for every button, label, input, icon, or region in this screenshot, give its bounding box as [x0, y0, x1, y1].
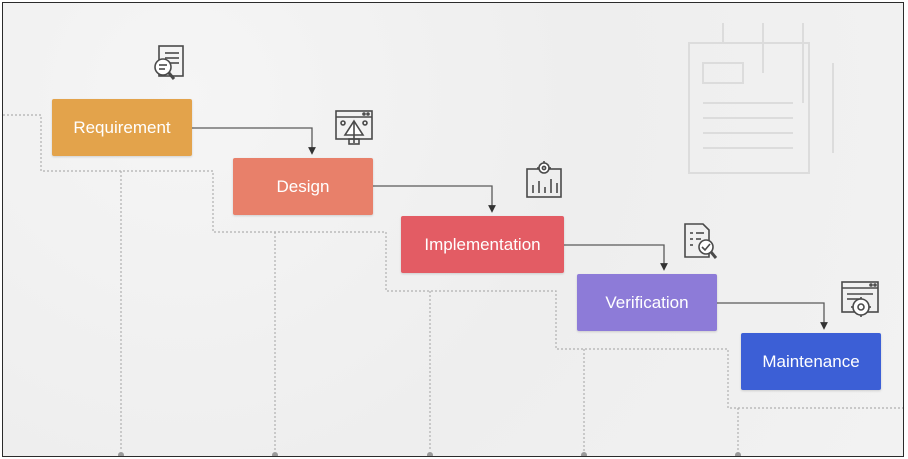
design-blueprint-icon	[335, 110, 373, 145]
maintenance-settings-icon	[841, 281, 879, 317]
diagram-connectors	[3, 114, 903, 456]
background-illustration	[688, 23, 834, 174]
bottom-dot-2	[427, 452, 433, 456]
bottom-dot-3	[581, 452, 587, 456]
step-maintenance-label: Maintenance	[762, 351, 860, 371]
step-requirement-label: Requirement	[73, 117, 171, 137]
stair-guide-path	[3, 114, 903, 409]
step-implementation-label: Implementation	[424, 234, 541, 254]
bottom-dot-0	[118, 452, 124, 456]
step-requirement-box: Requirement	[52, 99, 192, 156]
vertical-guide-lines	[120, 171, 739, 451]
step-maintenance-box: Maintenance	[741, 333, 881, 390]
document-search-icon	[154, 45, 184, 80]
bottom-dots	[118, 452, 741, 456]
stair-guide-lines	[3, 114, 903, 409]
step-arrow-3	[717, 302, 828, 330]
step-arrow-2	[564, 244, 668, 271]
step-design-box: Design	[233, 158, 373, 215]
step-verification-label: Verification	[605, 292, 689, 312]
verification-checklist-icon	[684, 223, 718, 259]
step-arrow-0	[192, 127, 316, 155]
step-verification-box: Verification	[577, 274, 717, 331]
step-implementation-box: Implementation	[401, 216, 564, 273]
step-arrows	[192, 127, 828, 330]
step-design-label: Design	[276, 176, 330, 196]
step-arrow-1	[373, 185, 496, 213]
implementation-gear-chart-icon	[526, 161, 562, 198]
bottom-dot-1	[272, 452, 278, 456]
bottom-dot-4	[735, 452, 741, 456]
